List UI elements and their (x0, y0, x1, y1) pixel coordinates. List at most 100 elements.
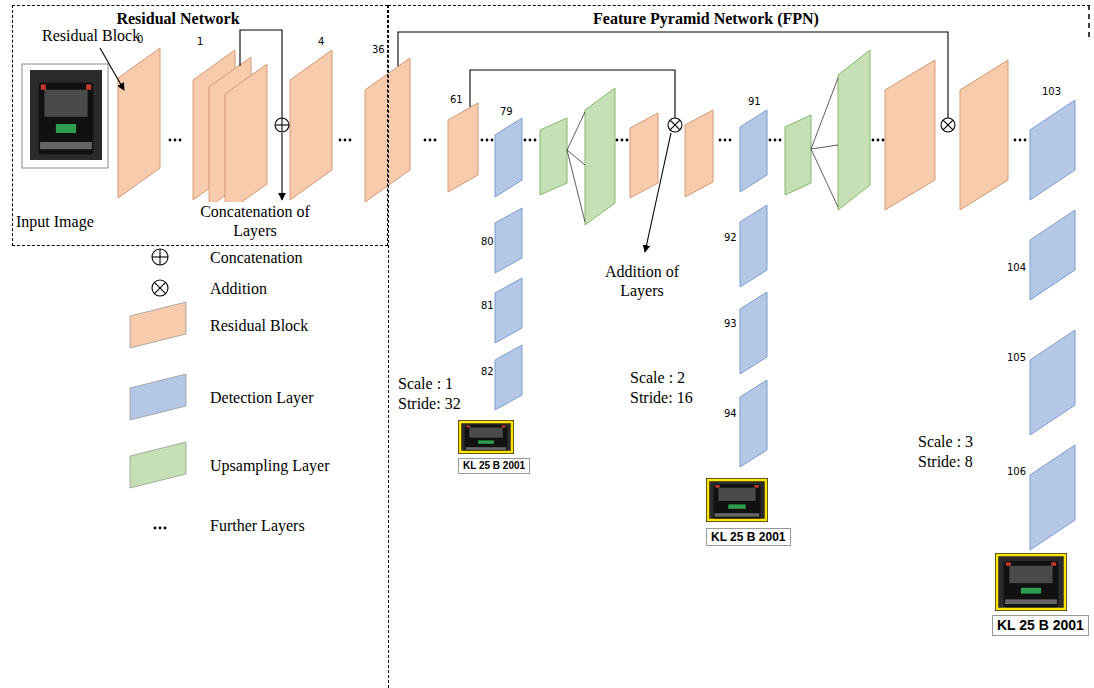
callout-label: Residual Block (42, 26, 140, 45)
dot (872, 139, 875, 142)
symbol-stroke (943, 120, 953, 130)
upsampling-fan-line (811, 149, 838, 207)
dot (434, 139, 437, 142)
detection-frame (708, 480, 766, 520)
legend-text: Further Layers (210, 516, 305, 535)
car-light (1006, 562, 1011, 565)
symbol-ring (152, 280, 168, 296)
dot (524, 139, 527, 142)
upsampling-fan-line (567, 150, 585, 222)
dot (621, 139, 624, 142)
symbol-stroke (159, 249, 160, 265)
dot (529, 139, 532, 142)
dot (164, 527, 167, 530)
car-light (86, 84, 91, 89)
upsampling-fan-line (567, 112, 585, 150)
symbol-stroke (670, 120, 680, 130)
pointer-arrow (645, 133, 671, 252)
legend-text: Concatenation (210, 248, 302, 267)
photo-ground (706, 478, 768, 522)
car-window (1009, 566, 1052, 583)
scale-label: Scale : 3 (918, 432, 973, 451)
car-light (754, 485, 758, 488)
residual-block (225, 64, 267, 214)
layer-number: 106 (1007, 466, 1026, 478)
region-title: Feature Pyramid Network (FPN) (389, 9, 1023, 28)
residual-block (685, 110, 713, 197)
detection-layer (740, 110, 767, 192)
dot (1024, 139, 1027, 142)
legend-item: Concatenation (118, 232, 378, 282)
dot (779, 139, 782, 142)
residual-block (885, 60, 935, 210)
photo-ground (30, 70, 102, 160)
car-bumper (715, 513, 760, 517)
detection-layer (495, 345, 522, 410)
input-image-frame (22, 64, 108, 168)
symbol-ring (668, 118, 682, 132)
legend-text: Detection Layer (210, 388, 314, 407)
car-bumper (466, 447, 506, 450)
car-window (44, 90, 87, 117)
car-body (1004, 561, 1059, 607)
residual-block (630, 113, 658, 198)
dot (729, 139, 732, 142)
photo-ground (458, 420, 514, 454)
legend-item: Addition (118, 263, 378, 313)
car-window (469, 427, 503, 437)
symbol-stroke (670, 120, 680, 130)
legend-swatch (130, 374, 186, 420)
symbol-group (169, 118, 1027, 141)
layer-number: 82 (481, 366, 494, 378)
legend-sample (118, 372, 198, 422)
car-light (41, 84, 46, 89)
dot (159, 527, 162, 530)
skip-connection (398, 32, 948, 118)
further-layers-dots (424, 139, 437, 142)
upsampling-layer (838, 50, 870, 210)
addition-symbol (941, 118, 955, 132)
legend-text: Addition (210, 279, 267, 298)
car-bumper (1005, 599, 1057, 604)
pointer-arrow (100, 48, 124, 90)
dot (179, 139, 182, 142)
layer-number: 92 (724, 232, 737, 244)
number-plate (478, 440, 494, 443)
residual-block (118, 48, 160, 198)
dot (424, 139, 427, 142)
residual-block (448, 103, 478, 192)
stride-label: Stride: 32 (398, 394, 461, 413)
detection-layer (495, 278, 522, 343)
symbol-stroke (943, 120, 953, 130)
legend-sample (118, 232, 198, 282)
symbol-stroke (154, 282, 165, 293)
car-light (715, 485, 719, 488)
further-layers-dots (1014, 139, 1027, 142)
symbol-ring (152, 249, 168, 265)
stride-label: Stride: 8 (918, 452, 973, 471)
concatenation-symbol (275, 118, 289, 132)
legend-text: Upsampling Layer (210, 456, 330, 475)
detection-layer (740, 380, 767, 467)
dot (774, 139, 777, 142)
dot (174, 139, 177, 142)
legend-sample (118, 300, 198, 350)
number-plate (1021, 588, 1041, 594)
detection-layer (495, 118, 522, 197)
symbol-ring (275, 118, 289, 132)
car-body (713, 484, 760, 519)
symbol-stroke (281, 118, 282, 132)
legend-swatch (130, 442, 186, 488)
upsampling-fan-line (811, 145, 838, 149)
detection-layer (740, 292, 767, 374)
dot (719, 139, 722, 142)
layer-number: 4 (318, 36, 324, 48)
dot (1019, 139, 1022, 142)
dot (339, 139, 342, 142)
pointer-arrow (281, 133, 282, 200)
dot (481, 139, 484, 142)
photo-ground (995, 553, 1067, 611)
further-layers-dots (339, 139, 352, 142)
layer-number: 0 (137, 34, 143, 46)
car-light (1051, 562, 1056, 565)
